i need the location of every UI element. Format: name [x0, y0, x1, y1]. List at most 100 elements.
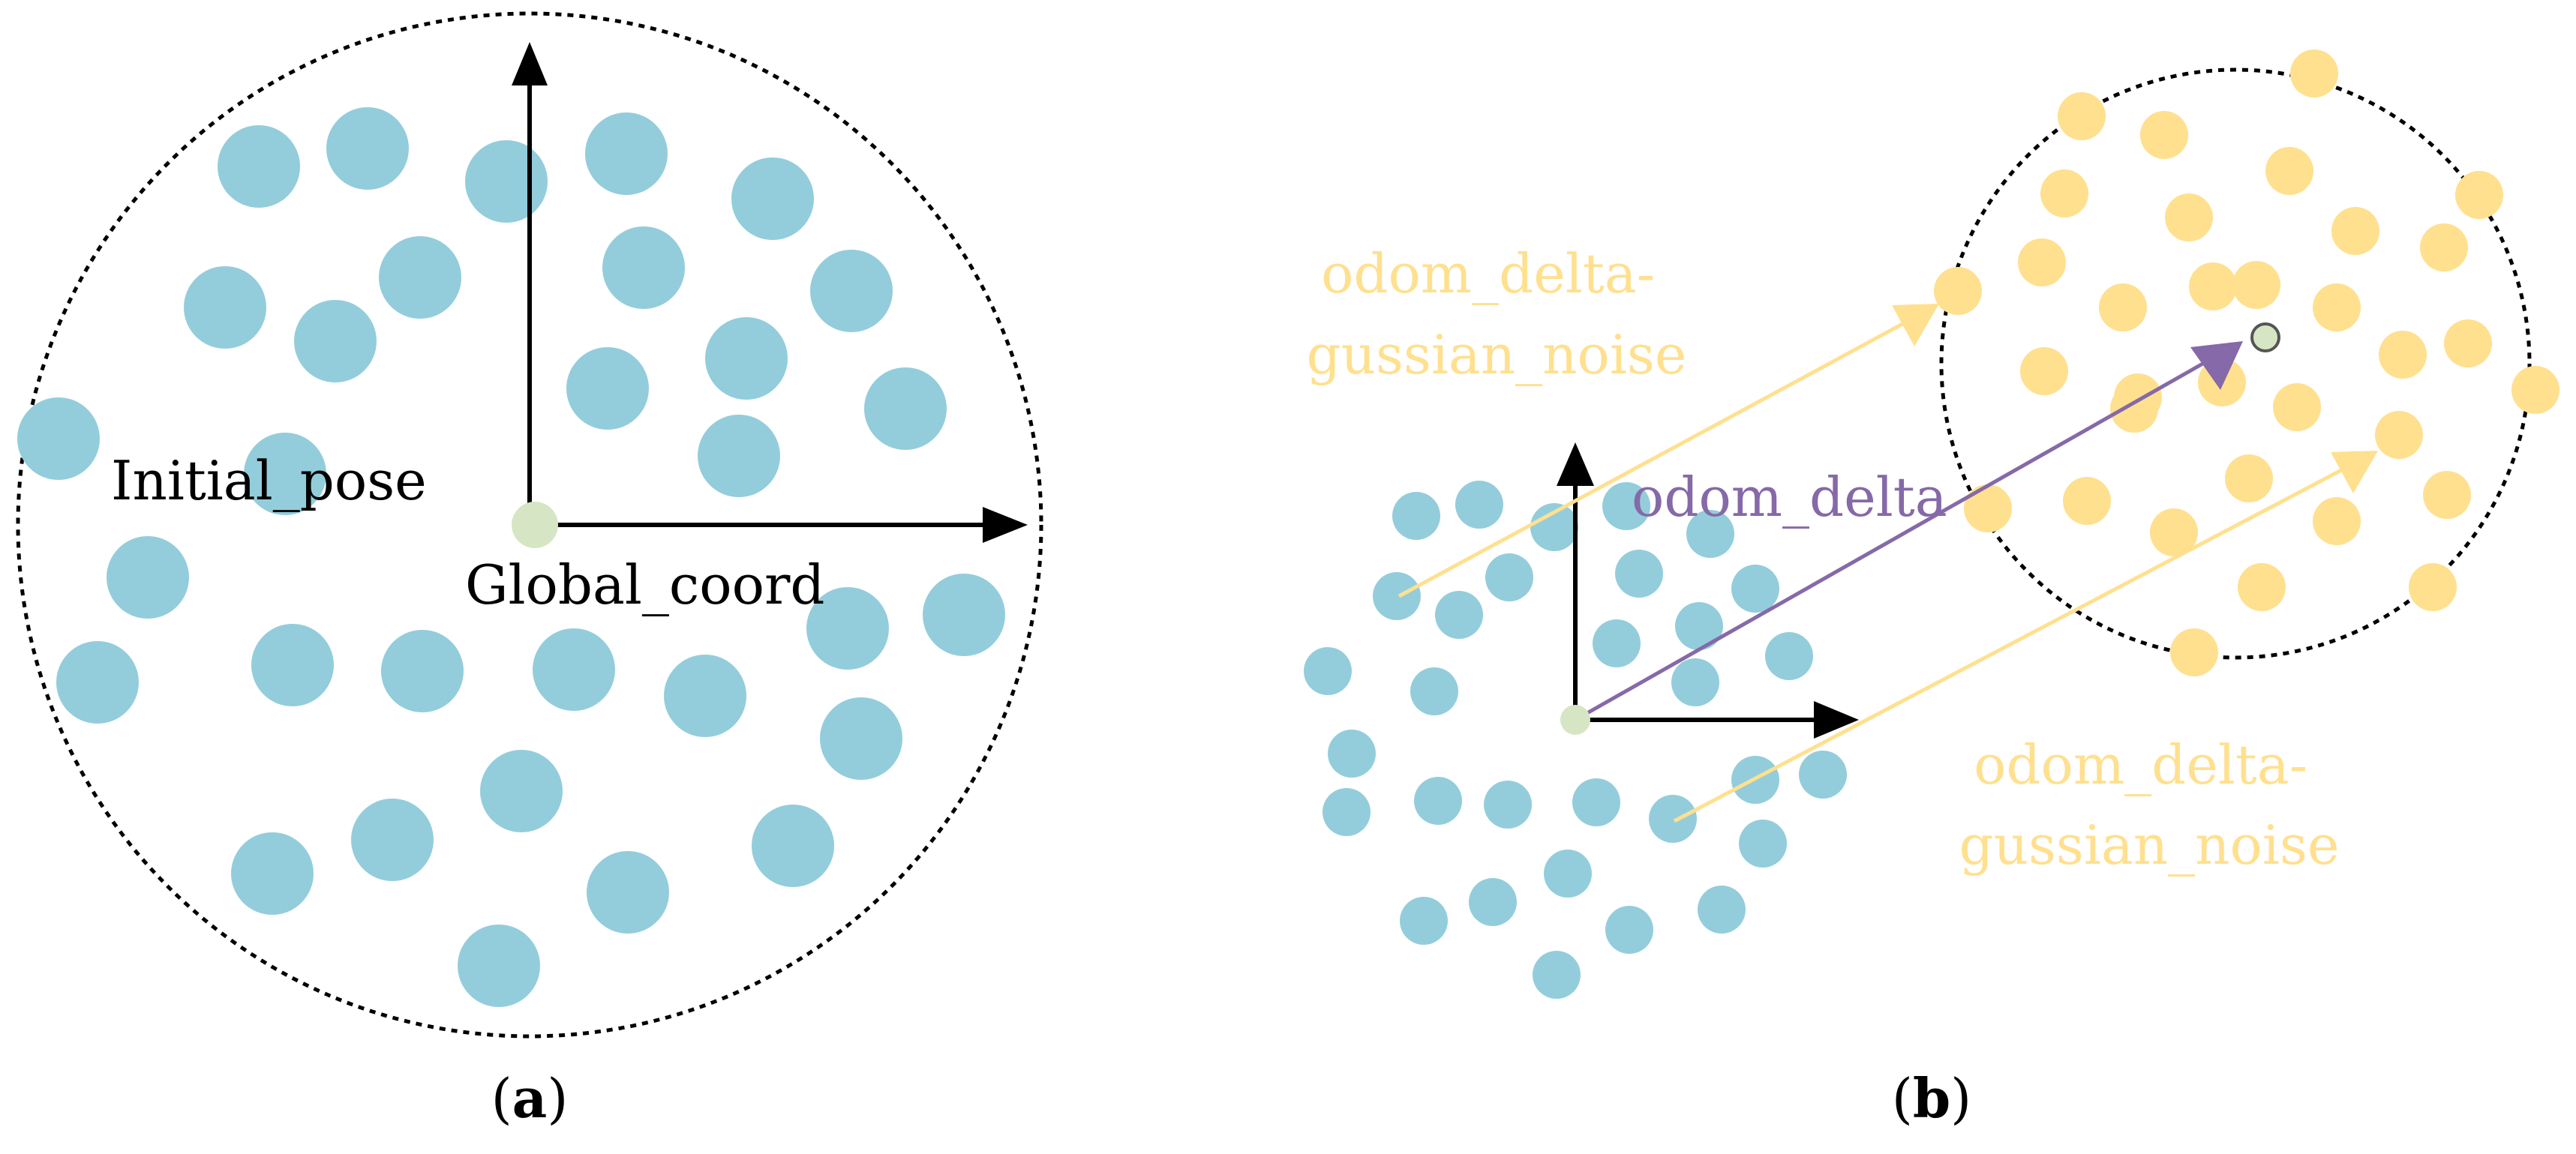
particle [1484, 781, 1532, 829]
particle [1455, 481, 1503, 529]
particle [864, 367, 947, 450]
noise-label-bottom-line1: odom_delta- [1974, 733, 2307, 796]
particle [1765, 632, 1813, 680]
particle [294, 300, 377, 382]
predicted-particle [2063, 477, 2111, 525]
panel-a-global-coord-label: Global_coord [465, 553, 824, 616]
predicted-particle [2150, 508, 2198, 556]
particle [458, 925, 540, 1007]
particle [1533, 951, 1581, 999]
particle [1649, 795, 1697, 843]
noise-label-bottom: odom_delta- gussian_noise [1959, 733, 2340, 877]
particle [1799, 751, 1847, 799]
predicted-particle [2020, 347, 2068, 395]
particle [251, 624, 334, 706]
predicted-particle [2423, 471, 2471, 519]
particle [1593, 619, 1641, 667]
particle [184, 266, 266, 349]
particle [1602, 482, 1650, 530]
particle [381, 630, 464, 712]
noise-label-top: odom_delta- gussian_noise [1307, 242, 1687, 386]
particle [1544, 850, 1592, 898]
particle [107, 536, 189, 619]
predicted-particle [2232, 261, 2280, 309]
particle [326, 107, 409, 190]
particle [1435, 591, 1483, 639]
particle [752, 805, 834, 887]
particle [810, 250, 893, 332]
panel-a-x-arrowhead [983, 507, 1028, 543]
particle [1469, 878, 1517, 926]
particle [698, 415, 780, 497]
particle [1530, 503, 1578, 551]
noise-arrow-top [1398, 320, 1907, 598]
particle [533, 628, 615, 711]
predicted-particle [1964, 484, 2012, 532]
particle [1392, 492, 1440, 540]
predicted-particle [2099, 283, 2147, 331]
particle [1739, 820, 1787, 868]
panel-b-caption-letter: b [1913, 1066, 1950, 1130]
odom-delta-arrowhead [2190, 341, 2243, 390]
particle [1323, 788, 1371, 836]
noise-label-top-line2: gussian_noise [1307, 323, 1687, 386]
particle [231, 832, 314, 915]
particle [56, 641, 139, 724]
panel-a-caption: (a) [491, 1066, 569, 1130]
panel-a-pose-point [512, 502, 558, 548]
particle [585, 112, 668, 195]
particle [1414, 777, 1462, 825]
predicted-particle [2040, 169, 2088, 217]
predicted-particle [2189, 262, 2237, 310]
odom-delta-label: odom_delta [1632, 466, 1947, 529]
predicted-particle [2331, 207, 2379, 255]
noise-label-top-line1: odom_delta- [1321, 242, 1655, 305]
predicted-particle [2313, 283, 2361, 331]
particle [1485, 553, 1533, 601]
particle [806, 587, 889, 670]
predicted-particle [2225, 454, 2273, 502]
particle [17, 397, 100, 480]
particle [1304, 647, 1352, 695]
particle [820, 697, 902, 780]
particle [923, 574, 1005, 656]
predicted-particle [2265, 147, 2313, 195]
predicted-particle [2409, 563, 2457, 611]
panel-b-y-arrowhead [1557, 442, 1594, 486]
panel-b-x-arrowhead [1814, 701, 1859, 739]
particle [1615, 550, 1663, 598]
predicted-particle [2420, 223, 2468, 271]
particle [1605, 906, 1653, 954]
particle [1731, 565, 1779, 613]
particle [1671, 658, 1719, 706]
noise-arrow-bottom [1673, 466, 2346, 823]
panel-a-caption-letter: a [512, 1066, 548, 1130]
noise-arrow-top-head [1892, 304, 1939, 346]
panel-a-boundary-circle [16, 11, 1043, 1039]
predicted-particle [2375, 411, 2423, 459]
particle [731, 157, 814, 240]
panel-a: Initial_pose Global_coord (a) [16, 11, 1043, 1130]
predicted-particle [1934, 267, 1982, 315]
particle [351, 799, 434, 881]
particle [1373, 572, 1421, 620]
panel-b-pose-point [1560, 705, 1590, 735]
panel-b: odom_delta odom_delta- gussian_noise odo… [1304, 49, 2559, 1130]
panel-a-y-arrowhead [512, 42, 548, 85]
particle [566, 347, 649, 430]
predicted-particle [2238, 563, 2286, 611]
particle [480, 750, 563, 832]
predicted-particle [2455, 171, 2503, 219]
panel-b-particles [1304, 481, 1847, 999]
panel-b-predicted-particles [1934, 49, 2559, 676]
predicted-particle [2313, 497, 2361, 545]
noise-label-bottom-line2: gussian_noise [1959, 814, 2340, 877]
predicted-particle [2140, 111, 2188, 159]
particle [379, 236, 461, 319]
particle [1410, 667, 1458, 715]
particle [1400, 897, 1448, 945]
predicted-particle [2379, 331, 2427, 379]
particle [1572, 778, 1620, 826]
panel-b-caption: (b) [1892, 1066, 1972, 1130]
